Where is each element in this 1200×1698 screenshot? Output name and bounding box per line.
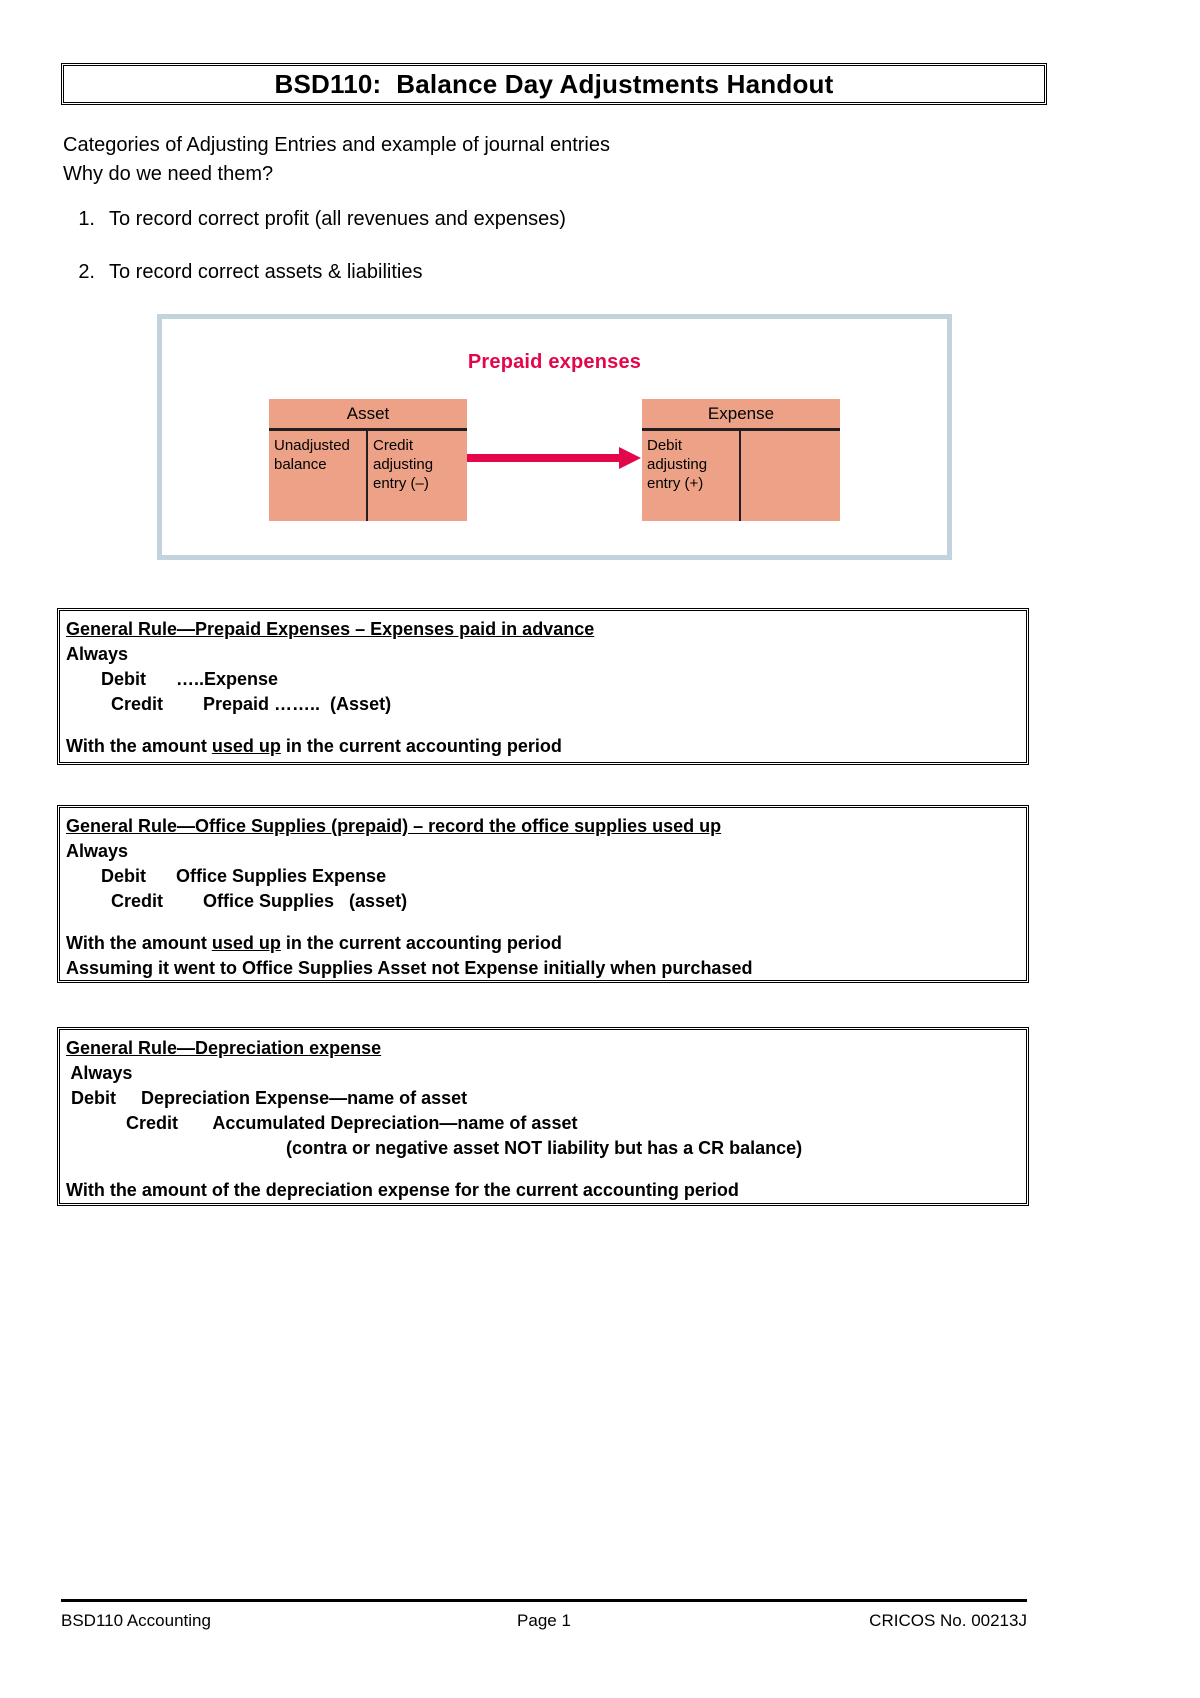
t-account-expense: Expense Debit adjusting entry (+): [642, 399, 840, 521]
prepaid-expenses-figure: Prepaid expenses Asset Unadjusted balanc…: [157, 314, 952, 560]
rule-amount-emphasis: used up: [211, 933, 281, 953]
t-account-debit-cell-expense: Debit adjusting entry (+): [642, 431, 741, 521]
t-account-header-asset: Asset: [269, 399, 467, 431]
rule-always: Always: [66, 644, 129, 664]
rule-amount-note: With the amount used up in the current a…: [66, 931, 1026, 956]
footer-course-label: BSD110 Accounting: [61, 1611, 211, 1630]
footer-page-number: Page 1: [517, 1611, 571, 1630]
document-title-banner: BSD110: Balance Day Adjustments Handout: [61, 63, 1047, 105]
rule-always: Always: [66, 1063, 133, 1083]
list-item-number: 2.: [78, 261, 95, 283]
list-item-label: To record correct profit (all revenues a…: [109, 208, 566, 230]
figure-title: Prepaid expenses: [467, 351, 642, 373]
list-item: 1. To record correct profit (all revenue…: [63, 208, 963, 231]
rule-heading: General Rule—Office Supplies (prepaid) –…: [66, 816, 722, 836]
t-account-header-expense: Expense: [642, 399, 840, 431]
intro-line-2: Why do we need them?: [63, 163, 274, 185]
list-item-label: To record correct assets & liabilities: [109, 261, 423, 283]
rule-debit-line: Debit Depreciation Expense—name of asset: [66, 1088, 468, 1108]
reasons-list: 1. To record correct profit (all revenue…: [63, 208, 963, 314]
rule-credit-line: Credit Accumulated Depreciation—name of …: [66, 1113, 578, 1133]
rule-amount-suffix: in the current accounting period: [280, 736, 562, 756]
rule-box-office-supplies: General Rule—Office Supplies (prepaid) –…: [57, 805, 1029, 983]
t-account-credit-cell-expense: [741, 431, 840, 521]
list-item-number: 1.: [78, 208, 95, 230]
rule-spacer: [66, 1161, 1026, 1178]
rule-debit-line: Debit Office Supplies Expense: [66, 866, 387, 886]
list-item: 2. To record correct assets & liabilitie…: [63, 261, 963, 284]
rule-extra-note: Assuming it went to Office Supplies Asse…: [66, 958, 753, 978]
intro-line-1: Categories of Adjusting Entries and exam…: [63, 134, 610, 156]
rule-box-prepaid-expenses: General Rule—Prepaid Expenses – Expenses…: [57, 608, 1029, 765]
rule-credit-line: Credit Prepaid …….. (Asset): [66, 694, 392, 714]
page-footer: BSD110 Accounting Page 1 CRICOS No. 0021…: [61, 1611, 1027, 1631]
rule-amount-note: With the amount used up in the current a…: [66, 734, 1026, 759]
rule-heading: General Rule—Depreciation expense: [66, 1038, 382, 1058]
t-account-debit-cell-asset: Unadjusted balance: [269, 431, 368, 521]
rule-heading: General Rule—Prepaid Expenses – Expenses…: [66, 619, 595, 639]
t-account-asset: Asset Unadjusted balance Credit adjustin…: [269, 399, 467, 521]
rule-always: Always: [66, 841, 129, 861]
footer-divider: [61, 1599, 1027, 1602]
rule-amount-emphasis: used up: [211, 736, 281, 756]
rule-spacer: [66, 914, 1026, 931]
intro-block: Categories of Adjusting Entries and exam…: [63, 131, 963, 189]
flow-arrow-icon: [467, 447, 645, 469]
t-account-credit-cell-asset: Credit adjusting entry (–): [373, 437, 434, 492]
rule-amount-prefix: With the amount: [66, 736, 212, 756]
rule-amount-suffix: in the current accounting period: [280, 933, 562, 953]
footer-cricos-label: CRICOS No. 00213J: [869, 1611, 1027, 1630]
rule-credit-line: Credit Office Supplies (asset): [66, 891, 408, 911]
rule-amount-prefix: With the amount: [66, 933, 212, 953]
page-title: BSD110: Balance Day Adjustments Handout: [274, 68, 834, 99]
rule-spacer: [66, 717, 1026, 734]
rule-contra-note: (contra or negative asset NOT liability …: [66, 1138, 803, 1158]
rule-debit-line: Debit …..Expense: [66, 669, 279, 689]
rule-amount-note: With the amount of the depreciation expe…: [66, 1180, 739, 1200]
rule-box-depreciation: General Rule—Depreciation expense Always…: [57, 1027, 1029, 1206]
